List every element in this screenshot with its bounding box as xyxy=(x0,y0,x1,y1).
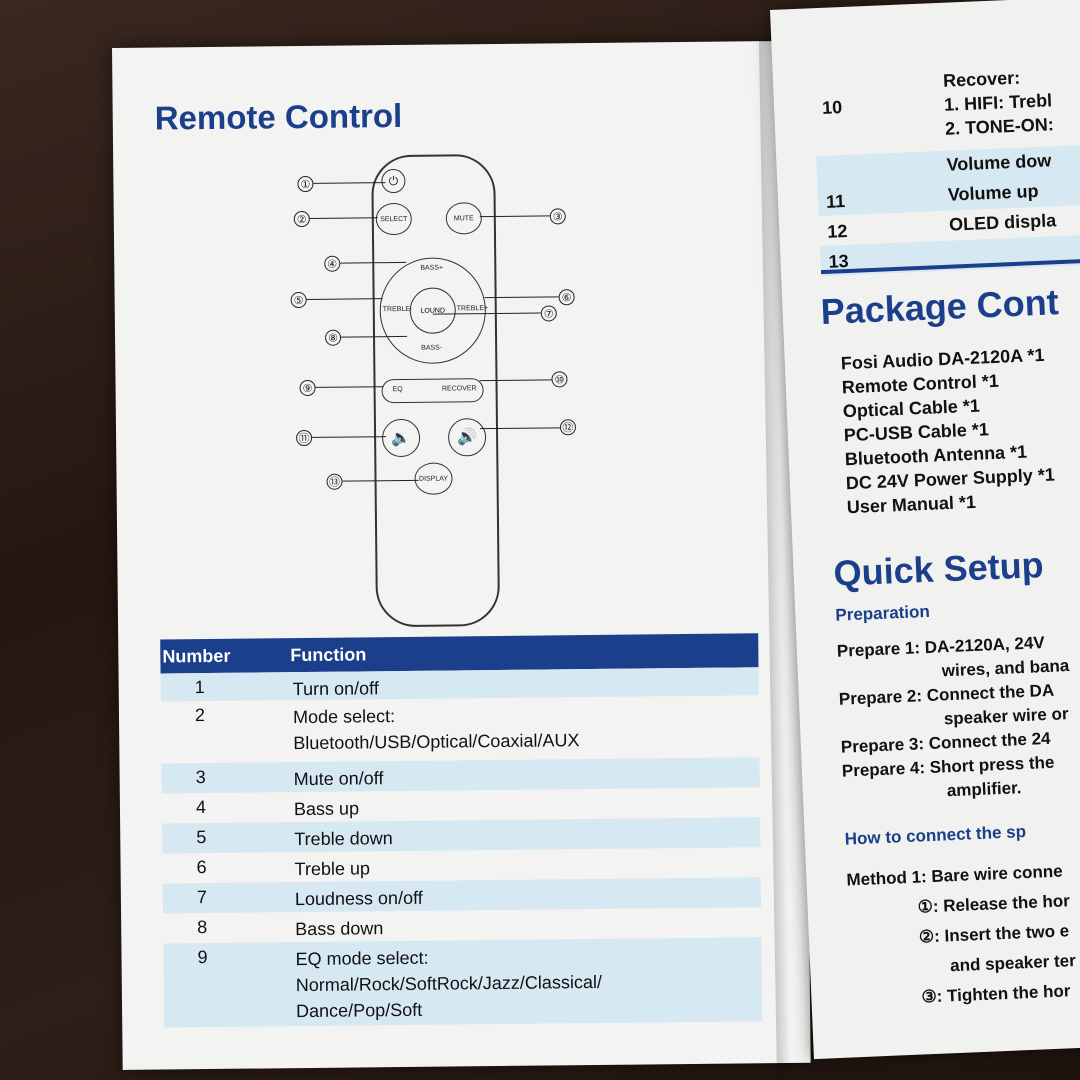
row-number: 4 xyxy=(195,797,207,818)
row-number: 3 xyxy=(195,767,206,788)
callout-9: ⑨ xyxy=(299,379,316,397)
row-number: 2 xyxy=(194,705,206,726)
bass-up-label: BASS+ xyxy=(420,264,444,272)
row-number: 5 xyxy=(196,827,207,848)
callout-line-5 xyxy=(306,298,383,300)
row-function-line: 1. HIFI: Trebl xyxy=(943,90,1053,115)
row-function-line: Mode select: xyxy=(292,706,396,728)
eq-label: EQ xyxy=(392,385,403,394)
row-function: Recover: 1. HIFI: Trebl 2. TONE-ON: xyxy=(943,64,1055,140)
row-function-line: 2. TONE-ON: xyxy=(944,114,1055,139)
manual-page-right: 10 Recover: 1. HIFI: Trebl 2. TONE-ON: V… xyxy=(770,0,1080,1060)
callout-3: ③ xyxy=(549,208,566,225)
recover-label: RECOVER xyxy=(441,385,477,393)
manual-page-left: Remote Control ⏻ SELECT MUTE LOUND BASS+… xyxy=(112,40,811,1070)
row-function-line: EQ mode select: xyxy=(295,947,429,970)
callout-6: ⑥ xyxy=(558,289,575,306)
row-function: OLED displa xyxy=(948,210,1057,235)
treble-up-label: TREBLE+ xyxy=(456,305,489,313)
callout-line-2 xyxy=(309,217,378,219)
row-function-line: Dance/Pop/Soft xyxy=(295,999,423,1022)
row-function: Loudness on/off xyxy=(294,887,423,910)
remote-function-table: Number Function 1 Turn on/off 2 Mode sel… xyxy=(160,633,763,1028)
quick-setup-title: Quick Setup xyxy=(832,544,1045,594)
callout-5: ⑤ xyxy=(290,291,307,309)
callout-10: ⑩ xyxy=(551,371,568,388)
row-function-line: Normal/Rock/SoftRock/Jazz/Classical/ xyxy=(295,971,603,996)
callout-4: ④ xyxy=(324,255,341,272)
power-button-icon: ⏻ xyxy=(381,168,406,194)
row-number: 7 xyxy=(196,887,208,908)
callout-2: ② xyxy=(293,210,310,228)
callout-line-12 xyxy=(480,427,561,430)
callout-line-3 xyxy=(479,215,550,218)
row-number: 8 xyxy=(197,917,208,938)
loud-button-icon: LOUND xyxy=(409,287,457,334)
callout-line-6 xyxy=(484,296,559,299)
row-number: 12 xyxy=(826,220,848,242)
callout-11: ⑪ xyxy=(296,429,313,447)
volume-down-icon: 🔈 xyxy=(381,418,421,458)
row-function: EQ mode select: Normal/Rock/SoftRock/Jaz… xyxy=(295,943,602,1024)
callout-line-10 xyxy=(479,379,552,382)
preparation-heading: Preparation xyxy=(835,601,931,625)
table-row: 10 Recover: 1. HIFI: Trebl 2. TONE-ON: xyxy=(813,62,1080,156)
package-contents-title: Package Cont xyxy=(819,281,1060,333)
volume-up-icon: 🔊 xyxy=(447,418,487,457)
row-function: Turn on/off xyxy=(292,678,379,700)
callout-1: ① xyxy=(297,175,314,193)
package-list: Fosi Audio DA-2120A *1 Remote Control *1… xyxy=(840,343,1056,520)
row-function: Treble up xyxy=(294,858,371,880)
row-function: Mute on/off xyxy=(293,768,384,790)
row-number: 1 xyxy=(194,677,205,698)
table-row: 2 Mode select: Bluetooth/USB/Optical/Coa… xyxy=(161,695,760,763)
header-function: Function xyxy=(290,644,367,666)
callout-7: ⑦ xyxy=(540,305,557,322)
prepare-steps: Prepare 1: DA-2120A, 24V wires, and bana… xyxy=(836,630,1074,808)
method-steps: Method 1: Bare wire conne ①: Release the… xyxy=(846,856,1078,1015)
remote-control-title: Remote Control xyxy=(154,96,403,137)
row-number: 10 xyxy=(821,97,843,118)
table-row: 9 EQ mode select: Normal/Rock/SoftRock/J… xyxy=(163,937,763,1028)
connect-speakers-heading: How to connect the sp xyxy=(844,822,1027,849)
row-number: 9 xyxy=(197,947,208,968)
eq-button-icon: EQ RECOVER xyxy=(381,378,484,404)
treble-down-label: TREBLE- xyxy=(382,305,413,314)
row-function-line: Recover: xyxy=(942,67,1021,91)
row-function: Bass down xyxy=(295,918,384,940)
callout-12: ⑫ xyxy=(559,419,577,436)
select-button-icon: SELECT xyxy=(375,202,412,236)
row-function: Bass up xyxy=(293,798,360,820)
row-number: 11 xyxy=(825,191,846,212)
remote-function-table-continued: 10 Recover: 1. HIFI: Trebl 2. TONE-ON: V… xyxy=(813,62,1080,277)
row-function: Volume up xyxy=(947,180,1039,205)
row-function: Treble down xyxy=(294,828,393,850)
row-function: Mode select: Bluetooth/USB/Optical/Coaxi… xyxy=(293,701,580,756)
row-function: Volume dow xyxy=(946,150,1052,175)
row-number: 6 xyxy=(196,857,207,878)
header-number: Number xyxy=(162,645,231,667)
display-button-icon: DISPLAY xyxy=(414,462,453,495)
callout-8: ⑧ xyxy=(324,329,342,346)
callout-13: ⑬ xyxy=(326,473,343,490)
row-function-line: Bluetooth/USB/Optical/Coaxial/AUX xyxy=(293,730,580,754)
bass-down-label: BASS- xyxy=(421,344,443,352)
